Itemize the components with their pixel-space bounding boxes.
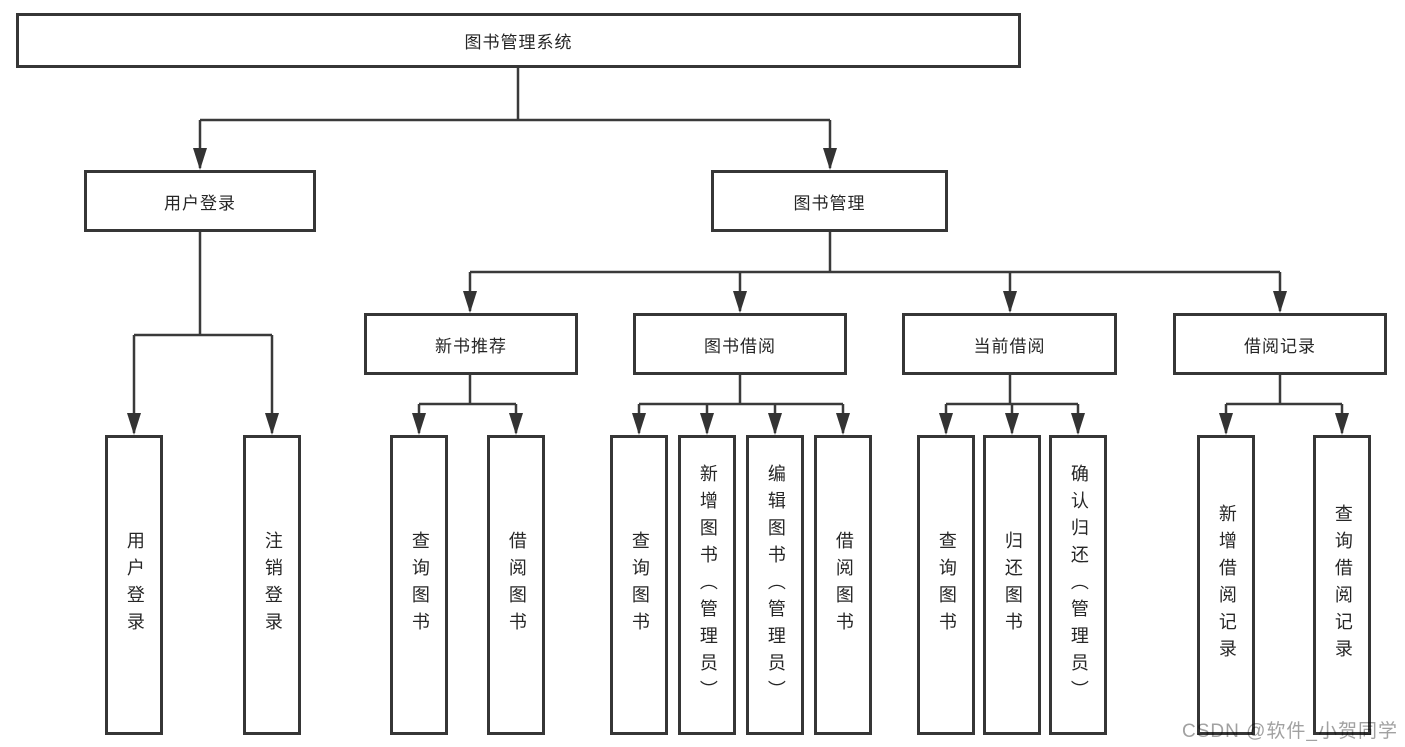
node-current-borrow-label: 当前借阅 xyxy=(973,336,1046,356)
leaf-borrow-edit-admin-label: 编辑图书（管理员） xyxy=(765,463,786,707)
leaf-user-login-label: 用户登录 xyxy=(124,531,145,639)
node-root: 图书管理系统 xyxy=(16,13,1021,68)
leaf-records-add-label: 新增借阅记录 xyxy=(1216,504,1237,666)
leaf-logout: 注销登录 xyxy=(243,435,301,735)
leaf-user-login: 用户登录 xyxy=(105,435,163,735)
leaf-newbooks-borrow-label: 借阅图书 xyxy=(506,531,527,639)
leaf-current-confirm-admin-label: 确认归还（管理员） xyxy=(1068,463,1089,707)
leaf-borrow-borrow-label: 借阅图书 xyxy=(833,531,854,639)
leaf-borrow-query: 查询图书 xyxy=(610,435,668,735)
leaf-current-return: 归还图书 xyxy=(983,435,1041,735)
watermark: CSDN @软件_小贺同学 xyxy=(1182,721,1398,742)
leaf-records-add: 新增借阅记录 xyxy=(1197,435,1255,735)
arrowheads xyxy=(127,148,1349,435)
leaf-logout-label: 注销登录 xyxy=(262,531,283,639)
leaf-current-confirm-admin: 确认归还（管理员） xyxy=(1049,435,1107,735)
node-root-label: 图书管理系统 xyxy=(464,33,573,52)
node-book-borrow-label: 图书借阅 xyxy=(704,336,776,356)
node-new-books-label: 新书推荐 xyxy=(435,336,507,356)
leaf-current-query: 查询图书 xyxy=(917,435,975,735)
leaf-current-query-label: 查询图书 xyxy=(936,531,957,639)
leaf-borrow-edit-admin: 编辑图书（管理员） xyxy=(746,435,804,735)
leaf-current-return-label: 归还图书 xyxy=(1002,531,1023,639)
leaf-records-query-label: 查询借阅记录 xyxy=(1332,504,1353,666)
leaf-borrow-query-label: 查询图书 xyxy=(629,531,650,639)
leaf-newbooks-query: 查询图书 xyxy=(390,435,448,735)
node-book-mgmt-label: 图书管理 xyxy=(793,193,866,213)
leaf-newbooks-borrow: 借阅图书 xyxy=(487,435,545,735)
leaf-borrow-add-admin: 新增图书（管理员） xyxy=(678,435,736,735)
node-new-books: 新书推荐 xyxy=(364,313,578,375)
node-book-borrow: 图书借阅 xyxy=(633,313,847,375)
leaf-borrow-borrow: 借阅图书 xyxy=(814,435,872,735)
node-book-mgmt: 图书管理 xyxy=(711,170,948,232)
node-borrow-records-label: 借阅记录 xyxy=(1244,336,1316,356)
leaf-records-query: 查询借阅记录 xyxy=(1313,435,1371,735)
node-current-borrow: 当前借阅 xyxy=(902,313,1117,375)
node-user-login: 用户登录 xyxy=(84,170,316,232)
leaf-newbooks-query-label: 查询图书 xyxy=(409,531,430,639)
node-user-login-label: 用户登录 xyxy=(164,193,236,213)
node-borrow-records: 借阅记录 xyxy=(1173,313,1387,375)
leaf-borrow-add-admin-label: 新增图书（管理员） xyxy=(697,463,718,707)
